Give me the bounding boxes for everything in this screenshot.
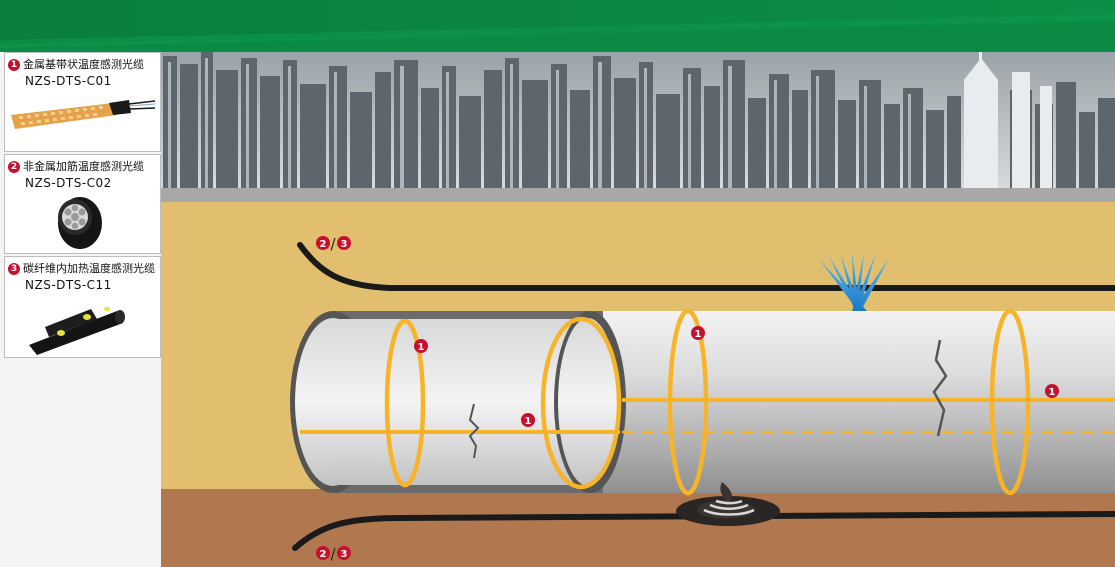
legend-cable-name: 碳纤维内加热温度感测光缆 xyxy=(23,262,155,275)
carbon-fiber-cable-icon xyxy=(29,307,125,355)
cable-marker-lower: 2 / 3 xyxy=(316,545,351,563)
svg-text:2: 2 xyxy=(320,549,327,560)
legend-number-badge: 1 xyxy=(8,59,20,71)
fiber-ring xyxy=(667,308,709,496)
fiber-marker: 1 xyxy=(1045,384,1059,398)
pipe-crack-icon xyxy=(932,339,948,437)
cable-marker-upper: 2 / 3 xyxy=(316,235,351,253)
svg-text:1: 1 xyxy=(1049,387,1056,398)
legend-cable-name: 金属基带状温度感测光缆 xyxy=(23,58,144,71)
pipe-crack-icon xyxy=(468,403,480,459)
nonmetal-cable-icon xyxy=(58,197,102,249)
legend-cable-code: NZS-DTS-C02 xyxy=(25,176,112,190)
fiber-ring xyxy=(989,308,1031,496)
svg-text:2: 2 xyxy=(320,239,327,250)
legend-cable-name: 非金属加筋温度感测光缆 xyxy=(23,160,144,173)
svg-text:1: 1 xyxy=(525,416,532,427)
fiber-ring xyxy=(384,318,426,488)
pipeline-monitoring-scene: 2 / 3 2 / 3 1 1 1 1 xyxy=(161,52,1115,567)
legend-cable-code: NZS-DTS-C01 xyxy=(25,74,112,88)
metal-tape-cable-icon xyxy=(11,100,156,129)
svg-text:/: / xyxy=(330,235,336,253)
legend-number-badge: 3 xyxy=(8,263,20,275)
lower-sensing-cable xyxy=(292,511,1115,551)
fiber-marker: 1 xyxy=(414,339,428,353)
pipe-cutaway xyxy=(290,311,626,493)
fiber-ring xyxy=(540,316,622,490)
legend-cable-code: NZS-DTS-C11 xyxy=(25,278,112,292)
upper-sensing-cable xyxy=(297,242,1115,291)
header-banner xyxy=(0,0,1115,52)
water-leak-icon xyxy=(818,252,890,316)
fiber-marker: 1 xyxy=(691,326,705,340)
legend-number-badge: 2 xyxy=(8,161,20,173)
svg-text:/: / xyxy=(330,545,336,563)
fiber-marker: 1 xyxy=(521,413,535,427)
city-skyline xyxy=(161,52,1115,202)
oil-leak-icon xyxy=(676,482,780,526)
svg-text:3: 3 xyxy=(341,239,348,250)
svg-text:1: 1 xyxy=(418,342,425,353)
ground-layer xyxy=(161,489,1115,567)
svg-text:1: 1 xyxy=(695,329,702,340)
svg-text:3: 3 xyxy=(341,549,348,560)
